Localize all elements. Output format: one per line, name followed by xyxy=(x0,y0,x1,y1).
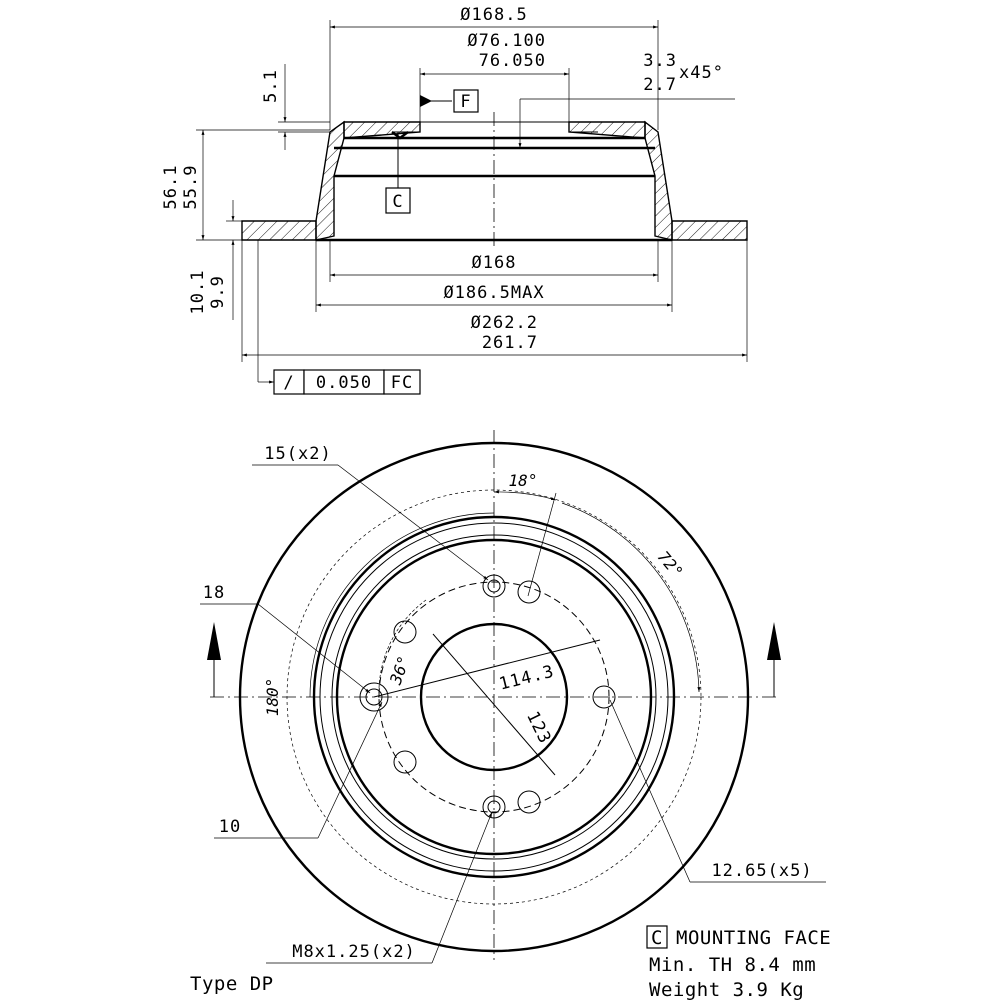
label-10: 10 xyxy=(219,817,241,837)
dim-55-9: 55.9 xyxy=(181,165,201,210)
bolt-holes xyxy=(359,574,616,819)
section-arrow-left xyxy=(207,622,221,660)
weight: Weight 3.9 Kg xyxy=(649,979,804,1000)
lug-hole-top-inner xyxy=(487,579,501,593)
hat-top-left xyxy=(343,121,421,139)
dim-123-line xyxy=(432,633,556,776)
section-view: Ø168.5 Ø76.100 76.050 3.3 2.7 x45° F C 5… xyxy=(161,5,748,395)
threaded-hole-bottom xyxy=(517,790,541,814)
hat-inner-outline xyxy=(334,136,655,178)
mounting-face-box xyxy=(646,925,668,949)
angle-180: 180° xyxy=(263,678,282,717)
dim-56-1: 56.1 xyxy=(161,165,181,210)
dim-5-1: 5.1 xyxy=(261,69,281,103)
angle-18: 18° xyxy=(509,471,538,490)
dim-9-9: 9.9 xyxy=(208,275,228,309)
notes: Type DP C MOUNTING FACE Min. TH 8.4 mm W… xyxy=(190,925,831,1000)
hat-top-right xyxy=(568,121,646,139)
mounting-face-text: MOUNTING FACE xyxy=(676,927,831,949)
dim-186-5-max: Ø186.5MAX xyxy=(443,283,544,303)
lug-hole-bottom-inner xyxy=(487,800,501,814)
dim-10-1: 10.1 xyxy=(188,270,208,315)
pcd-dimension-line xyxy=(373,639,601,698)
lug-hole-lower-left xyxy=(393,750,417,774)
left-hat-wall xyxy=(315,120,345,241)
tolerance-frame: / 0.050 FC xyxy=(273,369,421,395)
datum-c-box xyxy=(385,187,411,214)
dim-76-050: 76.050 xyxy=(479,51,546,71)
dim-168: Ø168 xyxy=(472,253,517,273)
datum-f-box xyxy=(453,89,479,113)
datum-c-label: C xyxy=(392,192,403,212)
right-flange-section xyxy=(671,220,748,241)
label-18: 18 xyxy=(203,583,225,603)
label-12-65-x5: 12.65(x5) xyxy=(711,861,812,881)
runout-symbol: / xyxy=(283,373,294,393)
min-thickness: Min. TH 8.4 mm xyxy=(649,954,816,976)
datum-f-label: F xyxy=(460,92,471,112)
angle-72: 72° xyxy=(654,547,687,581)
lug-hole-upper-left xyxy=(393,620,417,644)
lug-hole-top xyxy=(482,574,506,598)
lug-hole-bottom xyxy=(482,795,506,819)
dim-123: 123 xyxy=(522,708,555,747)
datum-f-arrow xyxy=(420,95,432,107)
dim-114-3: 114.3 xyxy=(497,662,556,695)
right-hat-wall xyxy=(644,120,673,241)
label-15-x2: 15(x2) xyxy=(264,444,331,464)
dim-168-5: Ø168.5 xyxy=(460,5,527,25)
dim-chamfer-3-3: 3.3 xyxy=(643,51,677,71)
mounting-face-box-label: C xyxy=(651,927,663,949)
dim-chamfer-angle: x45° xyxy=(679,63,724,83)
threaded-hole-top xyxy=(517,580,541,604)
tolerance-value: 0.050 xyxy=(316,373,372,393)
angle-36: 36° xyxy=(386,653,414,688)
tolerance-datum: FC xyxy=(391,373,413,393)
dim-chamfer-2-7: 2.7 xyxy=(643,75,677,95)
locating-hole-left xyxy=(359,682,389,712)
label-m8-thread: M8x1.25(x2) xyxy=(292,942,416,962)
left-flange-section xyxy=(241,220,317,241)
section-arrow-right xyxy=(767,622,781,660)
type-label: Type DP xyxy=(190,973,274,995)
dim-261-7: 261.7 xyxy=(482,333,538,353)
dim-76-100: Ø76.100 xyxy=(467,31,546,51)
locating-hole-left-inner xyxy=(365,688,383,706)
dim-262-2: Ø262.2 xyxy=(471,313,538,333)
lug-hole-right xyxy=(592,685,616,709)
datum-c-mark xyxy=(391,131,409,140)
front-view: 114.3 123 18° 72° 36° 180° 15(x2) 18 10 … xyxy=(200,430,826,964)
